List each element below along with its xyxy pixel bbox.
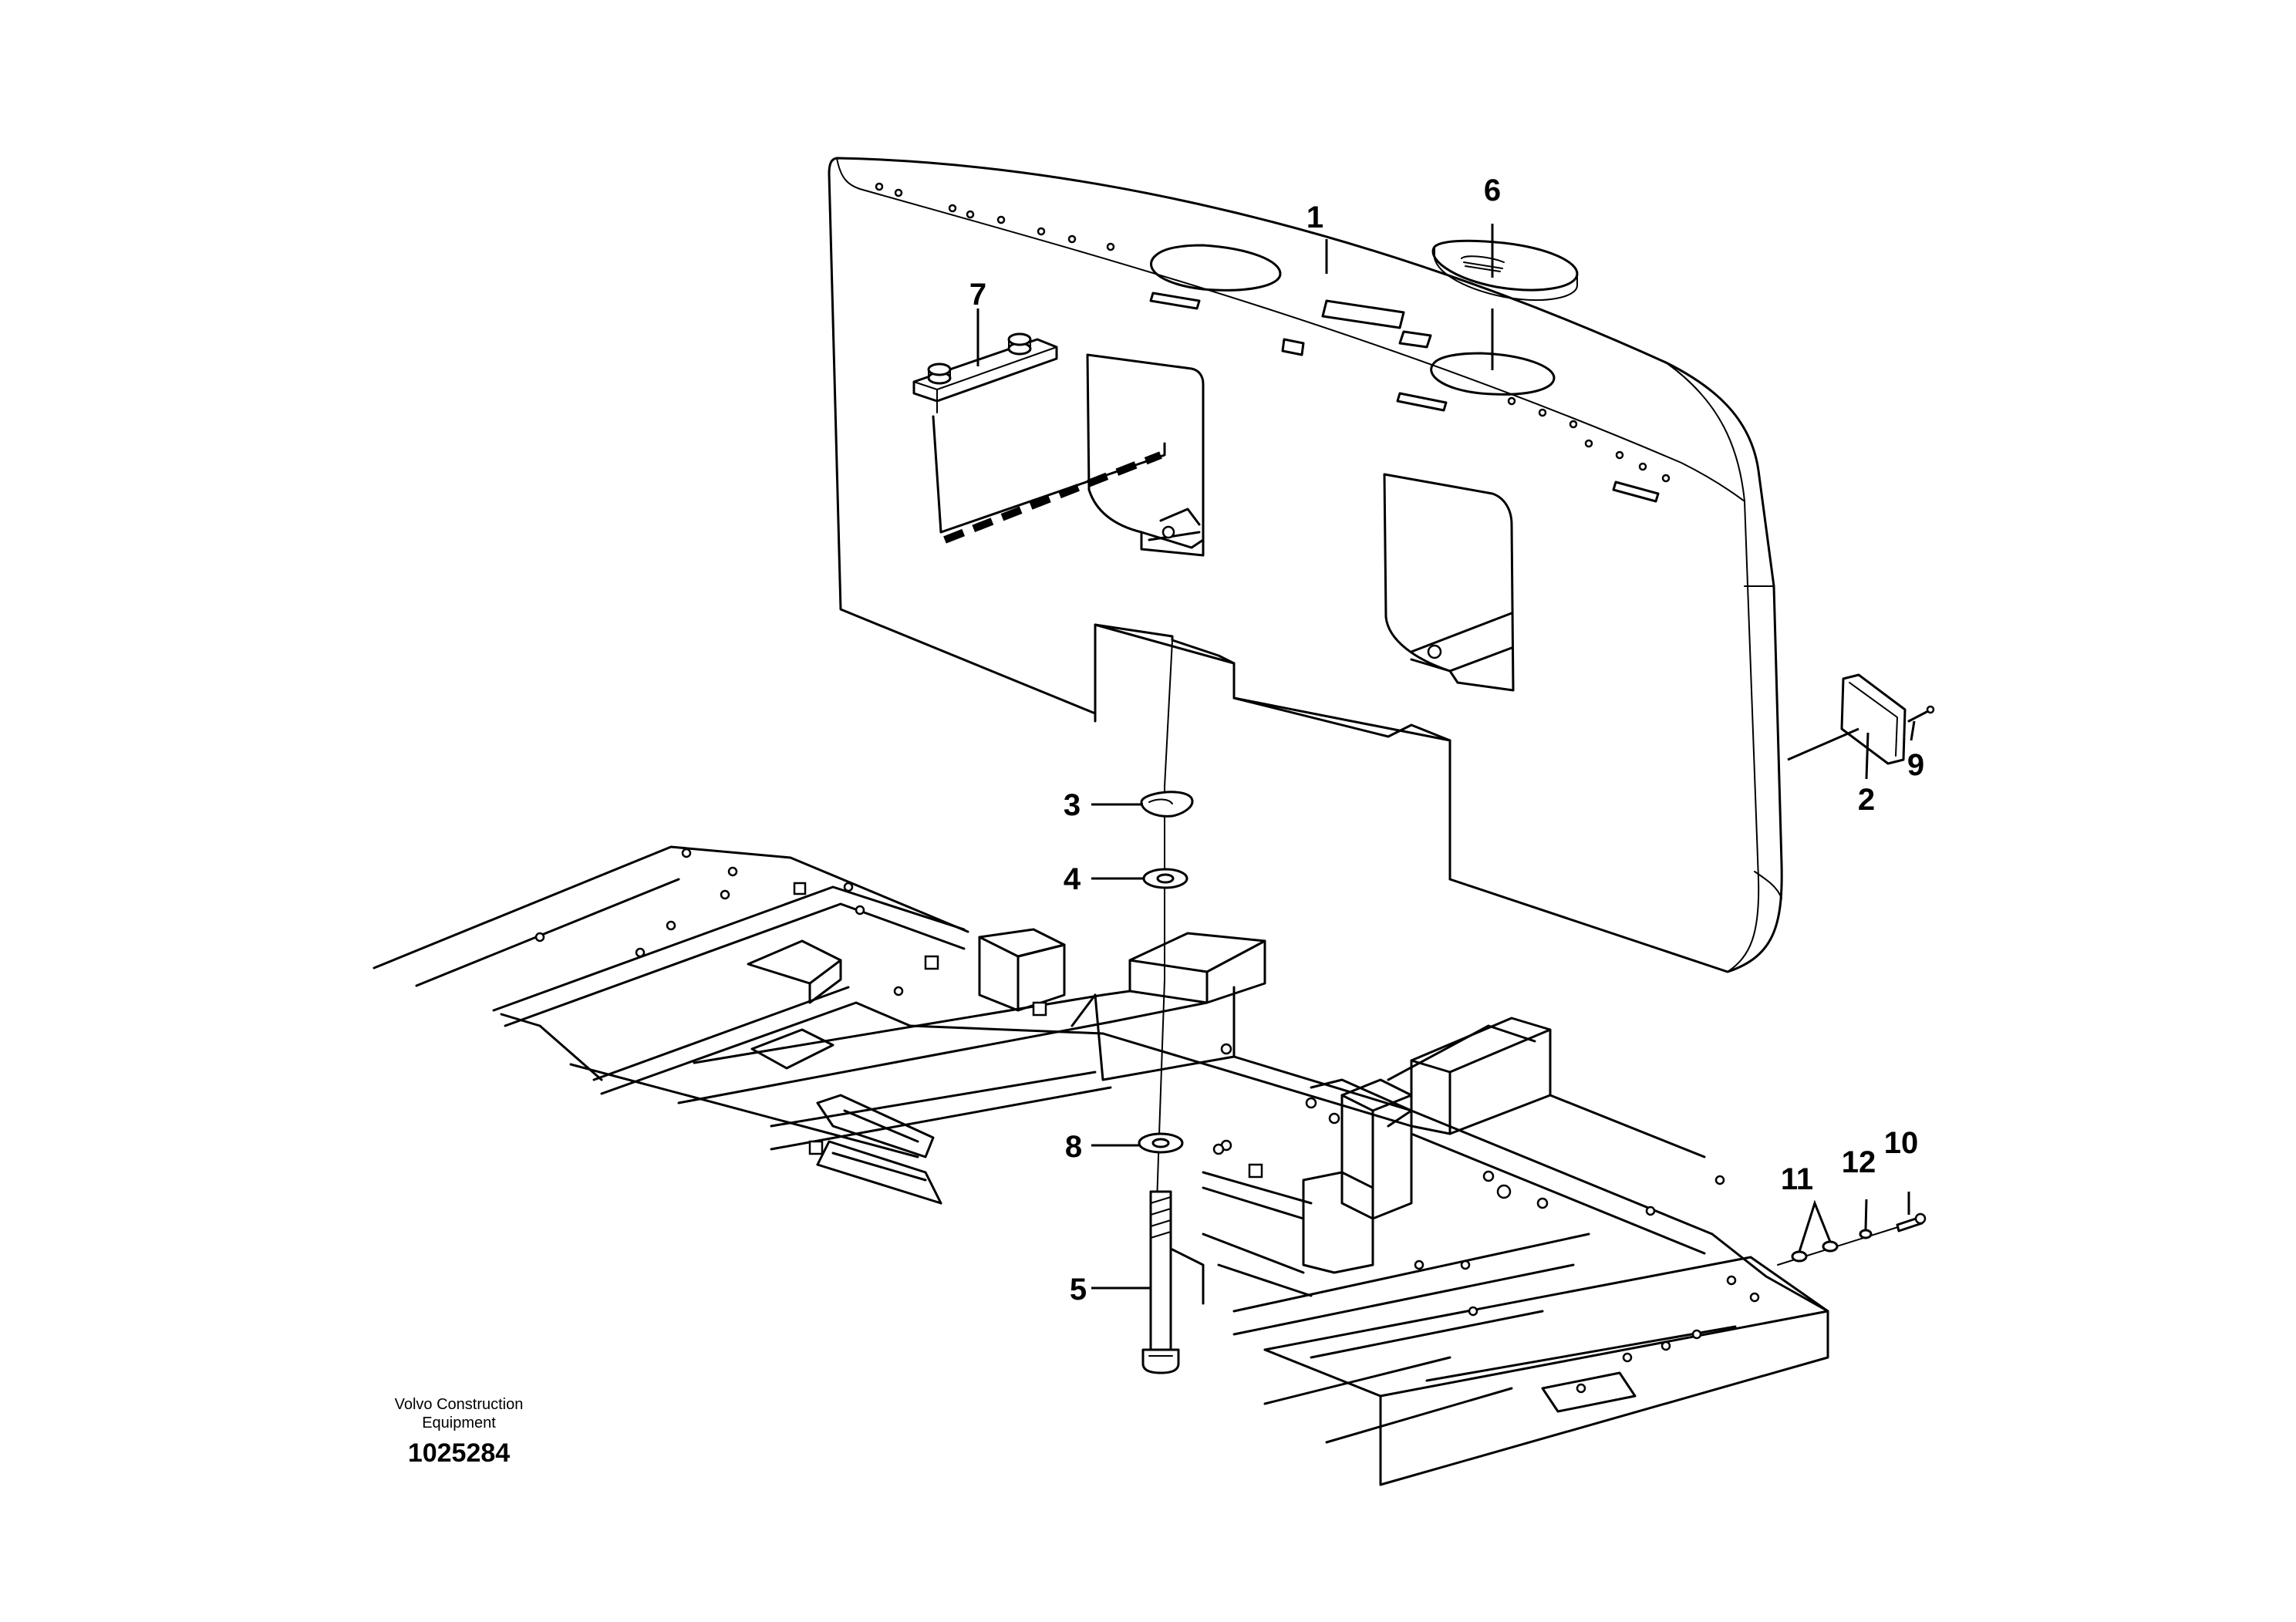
- callout-9: 9: [1907, 748, 1924, 782]
- callout-6: 6: [1484, 174, 1501, 207]
- callout-2: 2: [1858, 783, 1875, 817]
- lifting-plate: [912, 332, 1058, 413]
- drawing-number: 1025284: [408, 1438, 510, 1468]
- callout-5: 5: [1070, 1273, 1087, 1307]
- small-fasteners: [1777, 1212, 1927, 1266]
- callout-12: 12: [1842, 1145, 1876, 1179]
- callout-10: 10: [1884, 1126, 1919, 1160]
- callout-8: 8: [1065, 1130, 1082, 1164]
- drawing-footer: Volvo Construction Equipment 1025284: [395, 1396, 524, 1468]
- cover-plate: [1840, 673, 1907, 765]
- callout-3: 3: [1064, 788, 1081, 822]
- callout-7: 7: [969, 278, 986, 312]
- callout-4: 4: [1064, 862, 1081, 896]
- leader-lines: [976, 224, 1916, 1290]
- counterweight: [828, 157, 1783, 973]
- brand-line-1: Volvo Construction: [395, 1396, 524, 1413]
- cover-screw: [1907, 705, 1935, 723]
- oval-cover: [1431, 239, 1579, 302]
- fastener-stack: [1138, 639, 1194, 1374]
- brand-line-2: Equipment: [422, 1415, 496, 1431]
- callout-1: 1: [1306, 201, 1323, 234]
- callout-11: 11: [1781, 1162, 1813, 1196]
- upper-frame-chassis: [373, 845, 1829, 1486]
- callout-labels: 1 6 7 2 9 3 4 8 5 11 12 10: [969, 174, 1924, 1307]
